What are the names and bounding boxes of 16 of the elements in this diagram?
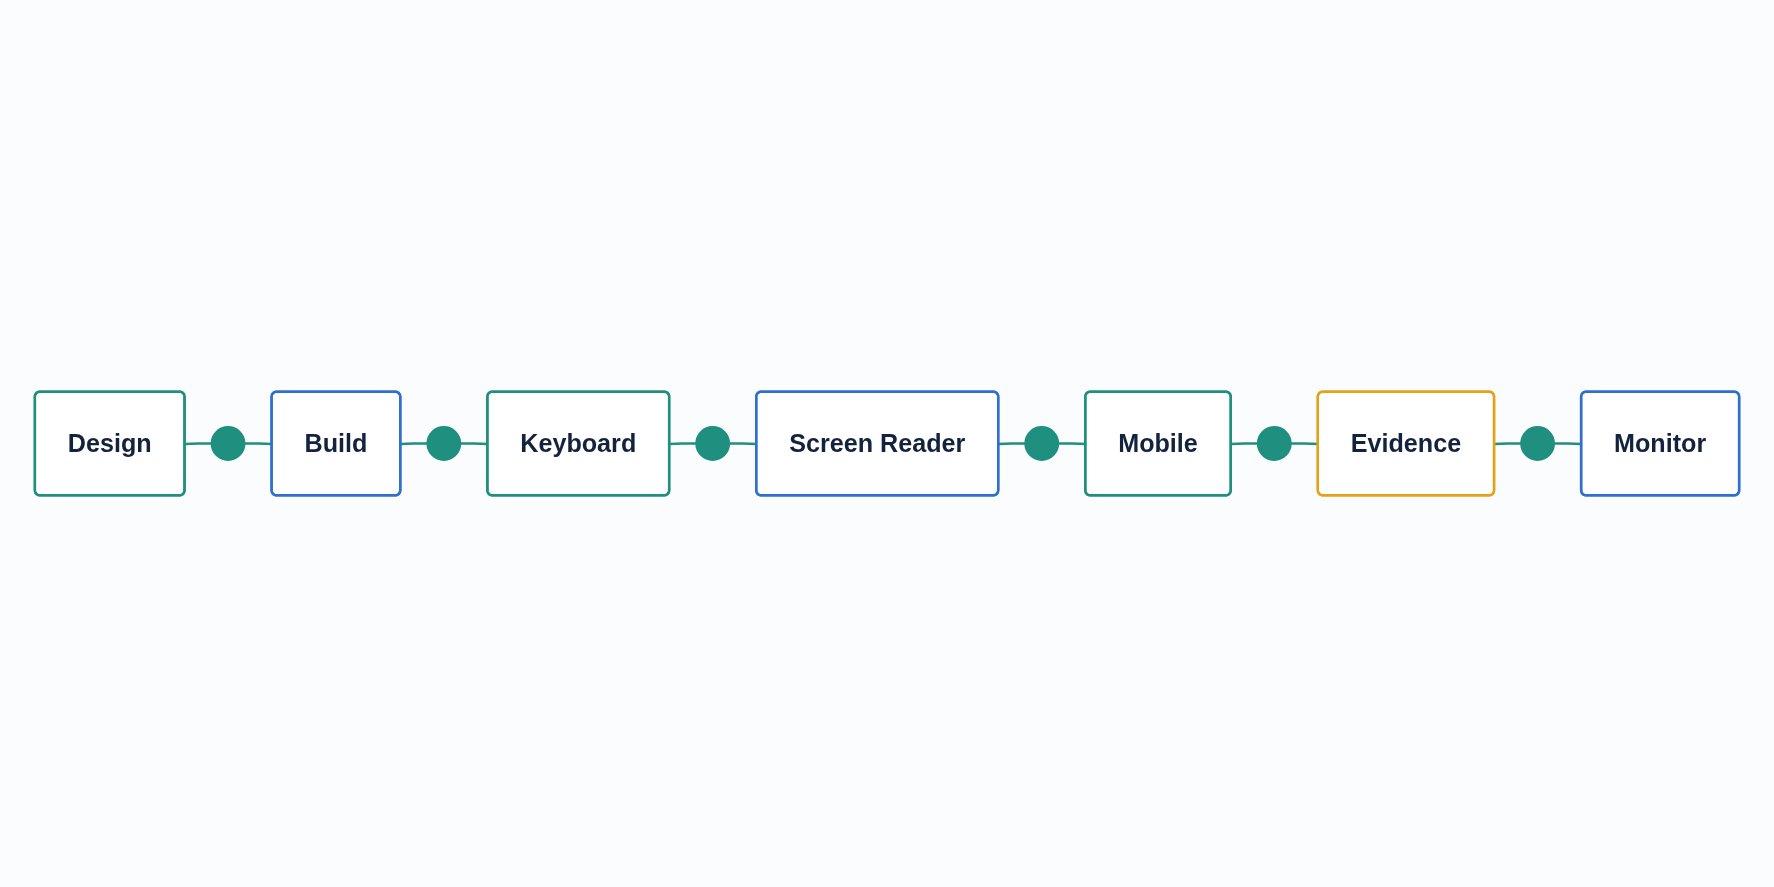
node-circle	[210, 426, 246, 461]
connector	[998, 442, 1026, 446]
node-circle	[426, 426, 462, 461]
connector	[1554, 442, 1582, 446]
connector	[729, 442, 757, 446]
connector	[1231, 442, 1258, 446]
connector	[1494, 442, 1522, 446]
connector	[184, 442, 212, 446]
node-circle	[1024, 426, 1060, 461]
node-circle	[695, 426, 731, 461]
connector	[669, 442, 697, 446]
connector	[460, 442, 488, 446]
node-circle	[1256, 426, 1292, 461]
node-circle	[1520, 426, 1555, 461]
connector	[400, 442, 428, 446]
connector	[1058, 442, 1086, 446]
